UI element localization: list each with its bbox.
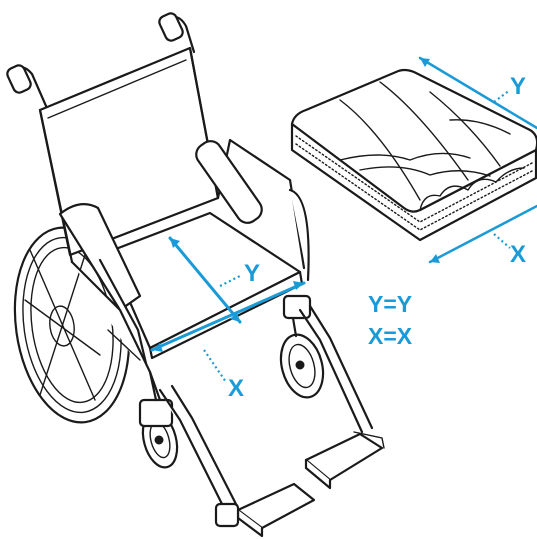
seat-width-leader — [203, 349, 227, 383]
wheelchair-illustration — [6, 12, 385, 538]
footplate-right — [304, 431, 385, 490]
cushion-width-leader — [493, 233, 511, 249]
cushion-width-arrow — [428, 204, 537, 264]
equation-x: X=X — [368, 323, 413, 349]
armrest-right — [195, 140, 263, 224]
seat-depth-leader — [219, 275, 241, 287]
front-caster-left — [138, 370, 179, 469]
cushion-width-label: X — [510, 241, 526, 268]
cushion-depth-label: Y — [510, 73, 526, 100]
push-handles — [6, 12, 196, 108]
footplate-left — [214, 482, 316, 538]
cushion-depth-arrow — [418, 56, 537, 130]
seat-width-arrow — [150, 281, 306, 352]
seat-depth-label: Y — [244, 260, 260, 287]
cushion-depth-leader — [493, 89, 511, 103]
seat-width-label: X — [228, 375, 244, 402]
seat-cushion-illustration — [290, 68, 537, 242]
seat-depth-arrow — [168, 236, 242, 324]
equation-y: Y=Y — [368, 291, 412, 317]
